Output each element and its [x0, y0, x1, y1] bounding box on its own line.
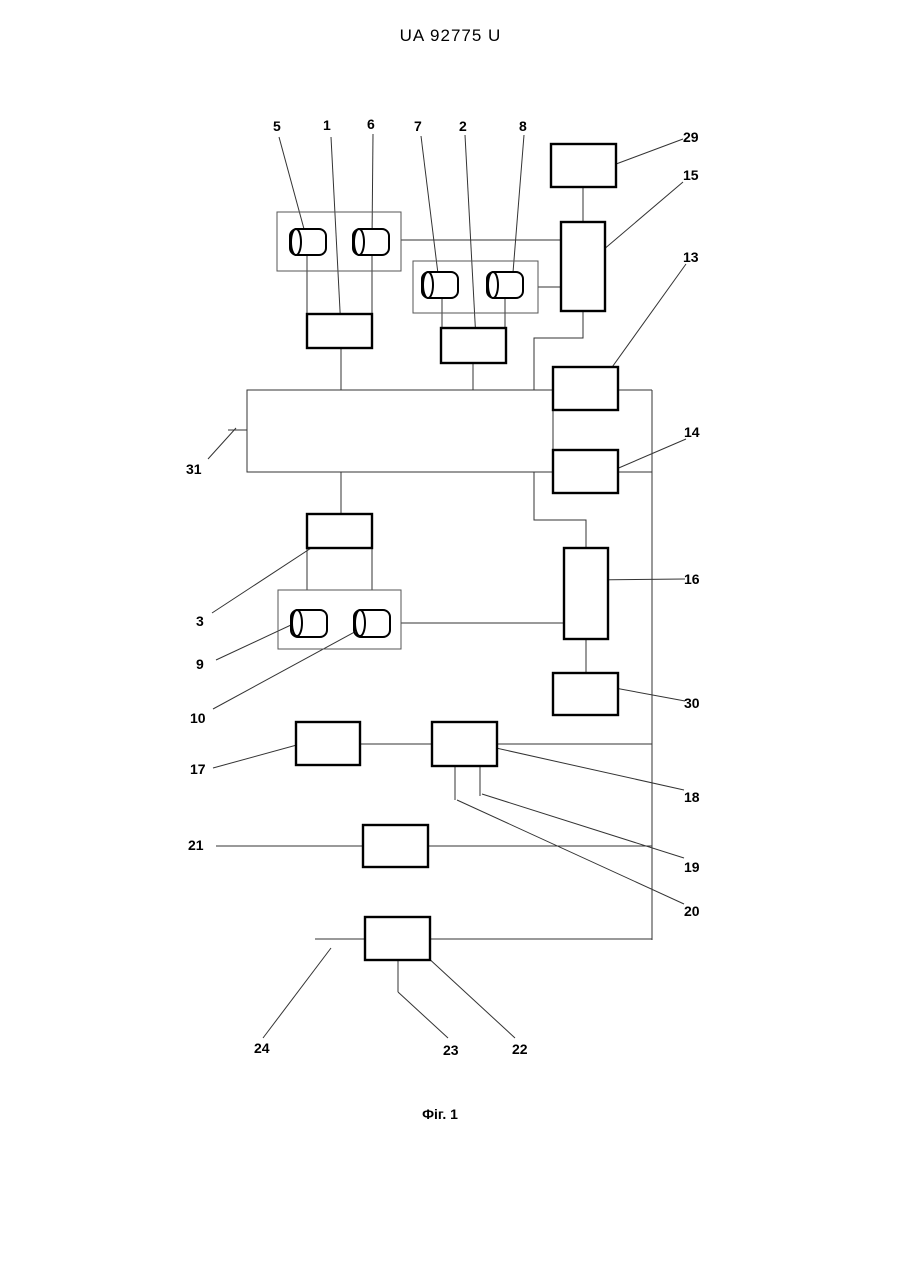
cylinder-9	[291, 610, 327, 637]
leader-line	[465, 135, 476, 340]
block-1	[307, 314, 372, 348]
leader-line	[263, 948, 331, 1038]
label-24: 24	[254, 1040, 270, 1056]
block-16	[564, 548, 608, 639]
cylinder-6	[353, 229, 389, 255]
block-30	[553, 673, 618, 715]
label-5: 5	[273, 118, 281, 134]
block-3	[307, 514, 372, 548]
label-19: 19	[684, 859, 700, 875]
leader-line	[482, 794, 684, 858]
label-21: 21	[188, 837, 204, 853]
leader-line	[398, 992, 448, 1038]
label-18: 18	[684, 789, 700, 805]
block-13	[553, 367, 618, 410]
leader-lines	[208, 134, 686, 1038]
leader-line	[478, 744, 684, 790]
leader-line	[425, 955, 515, 1038]
label-30: 30	[684, 695, 700, 711]
label-6: 6	[367, 116, 375, 132]
label-13: 13	[683, 249, 699, 265]
label-3: 3	[196, 613, 204, 629]
label-1: 1	[323, 117, 331, 133]
label-9: 9	[196, 656, 204, 672]
label-16: 16	[684, 571, 700, 587]
label-2: 2	[459, 118, 467, 134]
label-14: 14	[684, 424, 700, 440]
leader-line	[512, 135, 524, 285]
cylinders	[290, 229, 523, 637]
label-29: 29	[683, 129, 699, 145]
block-15	[561, 222, 605, 311]
label-7: 7	[414, 118, 422, 134]
cylinder-10	[354, 610, 390, 637]
block-2	[441, 328, 506, 363]
label-20: 20	[684, 903, 700, 919]
leader-line	[372, 134, 373, 240]
label-17: 17	[190, 761, 206, 777]
main-bus-outline	[247, 390, 553, 472]
label-15: 15	[683, 167, 699, 183]
leader-line	[596, 182, 683, 256]
label-10: 10	[190, 710, 206, 726]
label-8: 8	[519, 118, 527, 134]
block-29	[551, 144, 616, 187]
block-22	[365, 917, 430, 960]
cylinder-7	[422, 272, 458, 298]
reference-numerals: 1 2 3 5 6 7 8 9 10 13 14 15 16 17 18 19 …	[186, 116, 700, 1058]
figure-caption: Фіг. 1	[0, 1106, 880, 1122]
block-17	[296, 722, 360, 765]
leader-line	[614, 439, 686, 470]
leader-line	[331, 137, 341, 330]
label-22: 22	[512, 1041, 528, 1057]
leader-line	[279, 137, 307, 240]
leader-line	[421, 136, 439, 282]
leader-line	[208, 428, 236, 459]
block-14	[553, 450, 618, 493]
block-18	[432, 722, 497, 766]
label-31: 31	[186, 461, 202, 477]
label-23: 23	[443, 1042, 459, 1058]
block-21	[363, 825, 428, 867]
leader-line	[457, 800, 684, 904]
cylinder-8	[487, 272, 523, 298]
blocks	[296, 144, 618, 960]
cylinder-5	[290, 229, 326, 255]
